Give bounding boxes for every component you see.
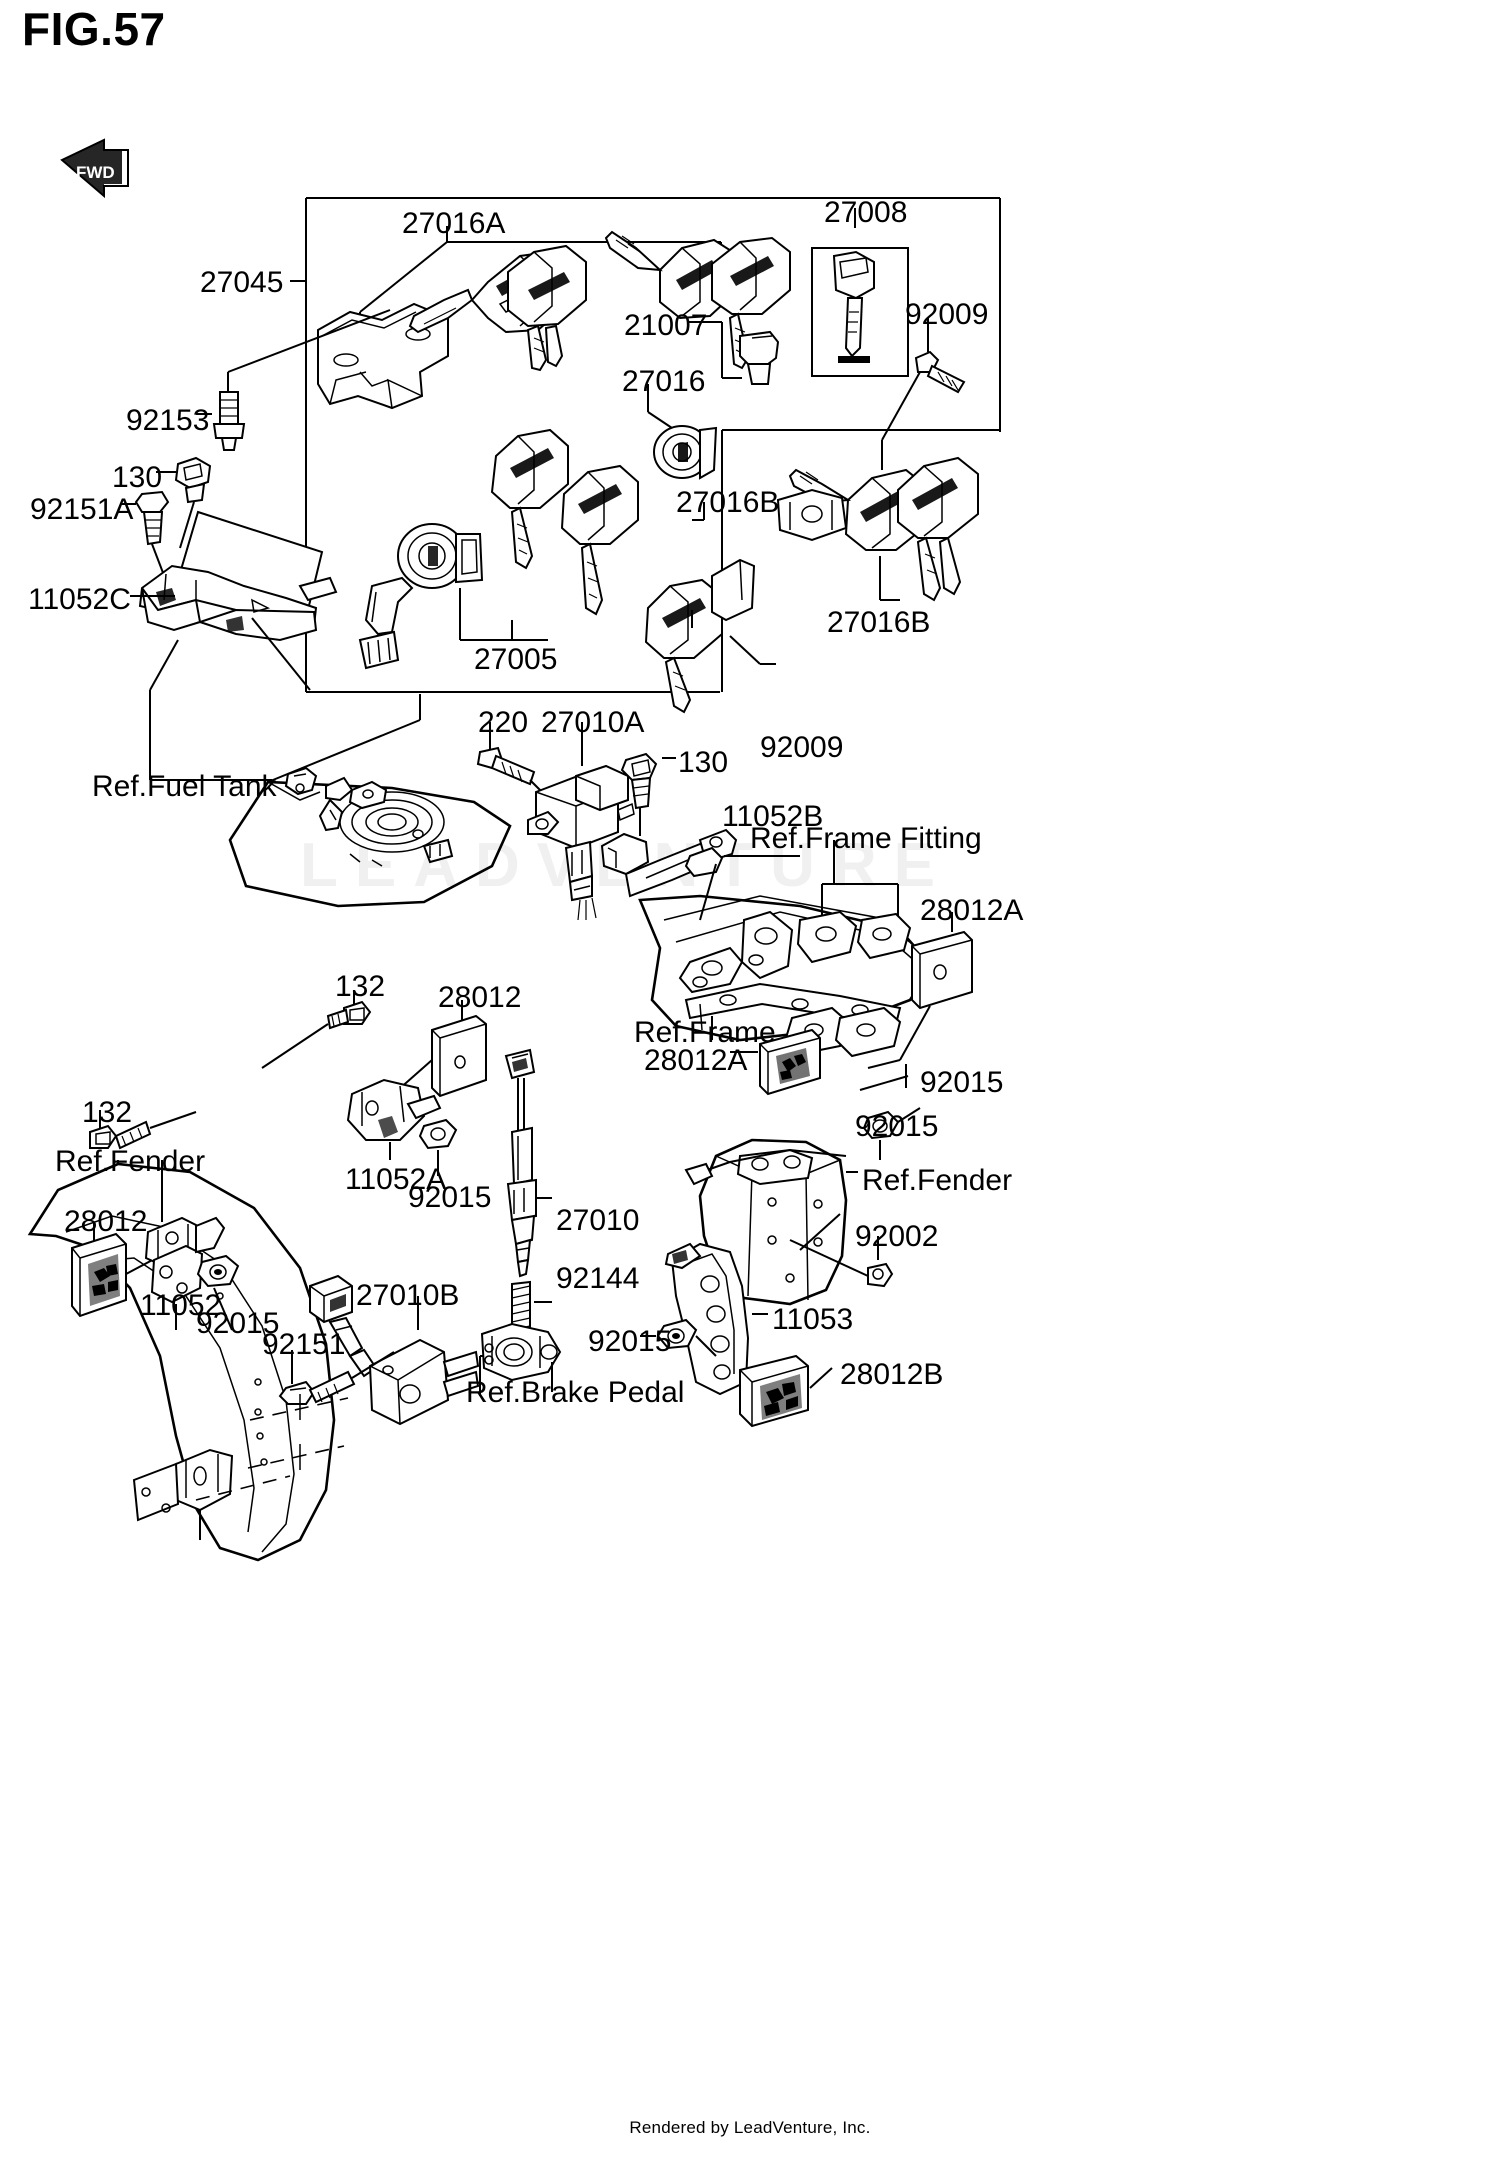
part-28012-reflector-upper [398,1000,486,1096]
callout-11053: 11053 [772,1303,854,1336]
callout-28012A-right: 28012A [920,894,1024,927]
callout-27010A: 27010A [541,706,645,739]
callout-92151A: 92151A [30,493,134,526]
part-21007-keys [606,232,790,384]
callout-130-right: 130 [678,746,729,779]
callout-28012-bottom-left: 28012 [64,1205,148,1238]
part-frame [640,896,932,1056]
callout-27005: 27005 [474,643,558,676]
callout-92015-bottom-left: 92015 [196,1307,280,1340]
callout-27016A: 27016A [402,207,506,240]
part-28012B-reflector [740,1356,832,1426]
callout-92153: 92153 [126,404,210,437]
part-27010B-switch [310,1276,478,1424]
part-27008-key-blank [812,208,908,376]
part-92002-bolt [790,1236,892,1286]
part-front-fender [30,1160,334,1560]
callout-27008: 27008 [824,196,908,229]
part-130-nut-left [156,458,210,548]
callout-92009-top: 92009 [905,298,989,331]
callout-11052C: 11052C [28,583,131,616]
callout-92015-right-upper: 92015 [920,1066,1004,1099]
callout-92015-right-lower: 92015 [855,1110,939,1143]
callout-27016B-upper: 27016B [676,486,780,519]
part-92015-nut-bottom-right [640,1320,716,1356]
part-92153-screw [196,310,390,450]
part-27016B-keys-left [492,430,638,614]
part-11052A-bracket [134,1450,232,1540]
callout-27016B-right: 27016B [827,606,931,639]
callout-21007: 21007 [624,309,708,342]
part-28012-reflector-bottom-left [72,1222,160,1316]
part-27016B-keys-right [778,458,978,600]
part-27016B-keys-mid [646,560,776,712]
part-11052-bracket-bottom [146,1218,224,1330]
part-27016A-key-pair [410,246,586,370]
callout-132-upper: 132 [335,970,386,1003]
part-fuel-tank [230,694,510,906]
callout-ref-frame: Ref.Frame [634,1016,776,1049]
part-92015-nut-right-upper [864,1108,920,1160]
part-11052C-bracket [130,512,336,780]
callout-28012A-lower: 28012A [644,1044,748,1077]
part-27010-switch [506,1050,552,1276]
callout-220: 220 [478,706,529,739]
part-132-bolt-upper [262,990,370,1068]
callout-92015-mid: 92015 [408,1181,492,1214]
leader-27016B-upper [692,502,704,520]
footer-credit: Rendered by LeadVenture, Inc. [629,2118,871,2137]
part-28012A-reflector-right [868,912,972,1068]
callout-92151: 92151 [262,1328,346,1361]
callout-ref-fender-left: Ref.Fender [55,1145,206,1178]
callout-ref-brake-pedal: Ref.Brake Pedal [466,1376,685,1409]
callout-27010B: 27010B [356,1279,460,1312]
callout-27010: 27010 [556,1204,640,1237]
callout-92002: 92002 [855,1220,939,1253]
part-92151-screw-bottom [280,1350,394,1404]
part-92015-nut-right-lower [860,1064,908,1090]
fwd-arrow-icon: FWD [62,140,128,196]
callout-92144: 92144 [556,1262,640,1295]
callout-28012-upper: 28012 [438,981,522,1014]
callout-ref-fuel-tank: Ref.Fuel Tank [92,770,277,803]
part-130-bolt-right [622,754,676,836]
part-27010A-switch [528,722,634,920]
callout-92009-bottom: 92009 [760,731,844,764]
ref-brake-pedal [482,1324,560,1392]
fender-alignment-lines [196,1394,348,1500]
part-27005-ignition-switch [360,524,548,668]
callout-92015-bottom-right: 92015 [588,1325,672,1358]
svg-text:FWD: FWD [76,163,115,182]
assembly-bracket-27045 [290,198,1000,692]
figure-title: FIG.57 [22,3,166,55]
part-92015-nut-bottom-left [198,1256,238,1330]
part-92015-nut-mid [420,1120,456,1176]
part-132-bolt-lower [90,1110,196,1148]
callout-ref-frame-fitting: Ref.Frame Fitting [750,822,982,855]
callout-11052A: 11052A [345,1163,447,1196]
part-11052B-bracket [602,830,800,920]
part-92009-screw-top [882,318,964,470]
part-28012A-reflector-lower [730,1030,820,1094]
callout-28012B: 28012B [840,1358,944,1391]
callout-27016: 27016 [622,365,706,398]
part-27016-lock [648,384,716,478]
callout-27045: 27045 [200,266,284,299]
callout-11052B: 11052B [722,800,824,833]
part-11052A-bracket-mid [348,1080,440,1160]
part-92151A-screw [120,492,178,612]
callout-ref-fender-right: Ref.Fender [862,1164,1013,1197]
callout-11052: 11052 [140,1289,222,1322]
callout-132-lower: 132 [82,1096,133,1129]
callout-130-left: 130 [112,461,163,494]
